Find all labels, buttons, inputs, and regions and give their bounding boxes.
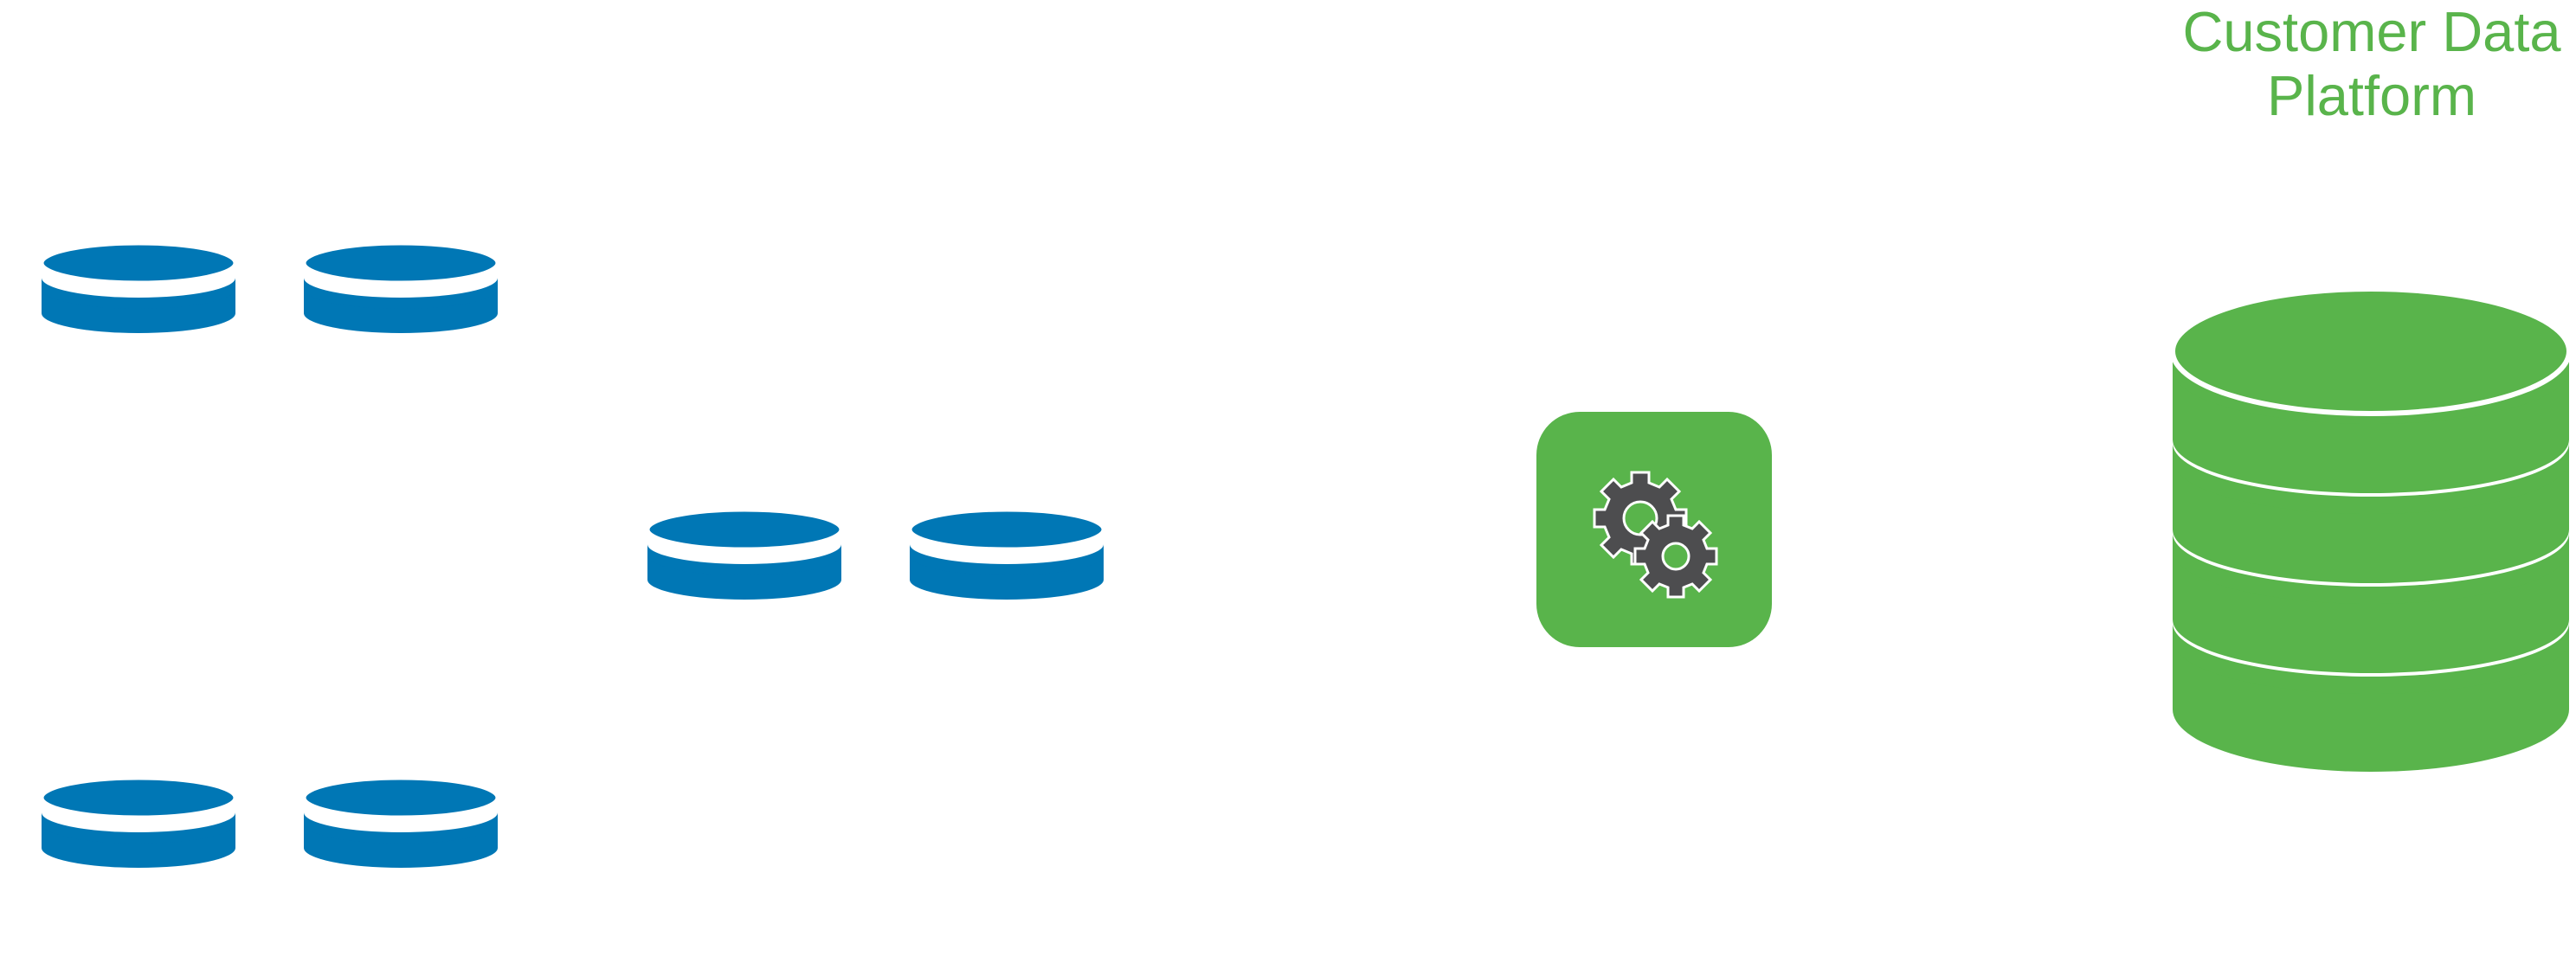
source-database-icon-5 <box>42 778 235 868</box>
gears-icon <box>1593 471 1718 599</box>
source-database-icon-2 <box>304 243 498 333</box>
processing-box <box>1536 412 1772 647</box>
source-database-icon-3 <box>647 510 841 600</box>
source-database-icon-1 <box>42 243 235 333</box>
cdp-title-line-2: Platform <box>2266 64 2476 127</box>
source-database-icon-6 <box>304 778 498 868</box>
cdp-title: Customer Data Platform <box>2103 0 2576 128</box>
cdp-title-line-1: Customer Data <box>2182 0 2561 63</box>
cdp-database-icon <box>2170 286 2572 772</box>
source-database-icon-4 <box>910 510 1104 600</box>
